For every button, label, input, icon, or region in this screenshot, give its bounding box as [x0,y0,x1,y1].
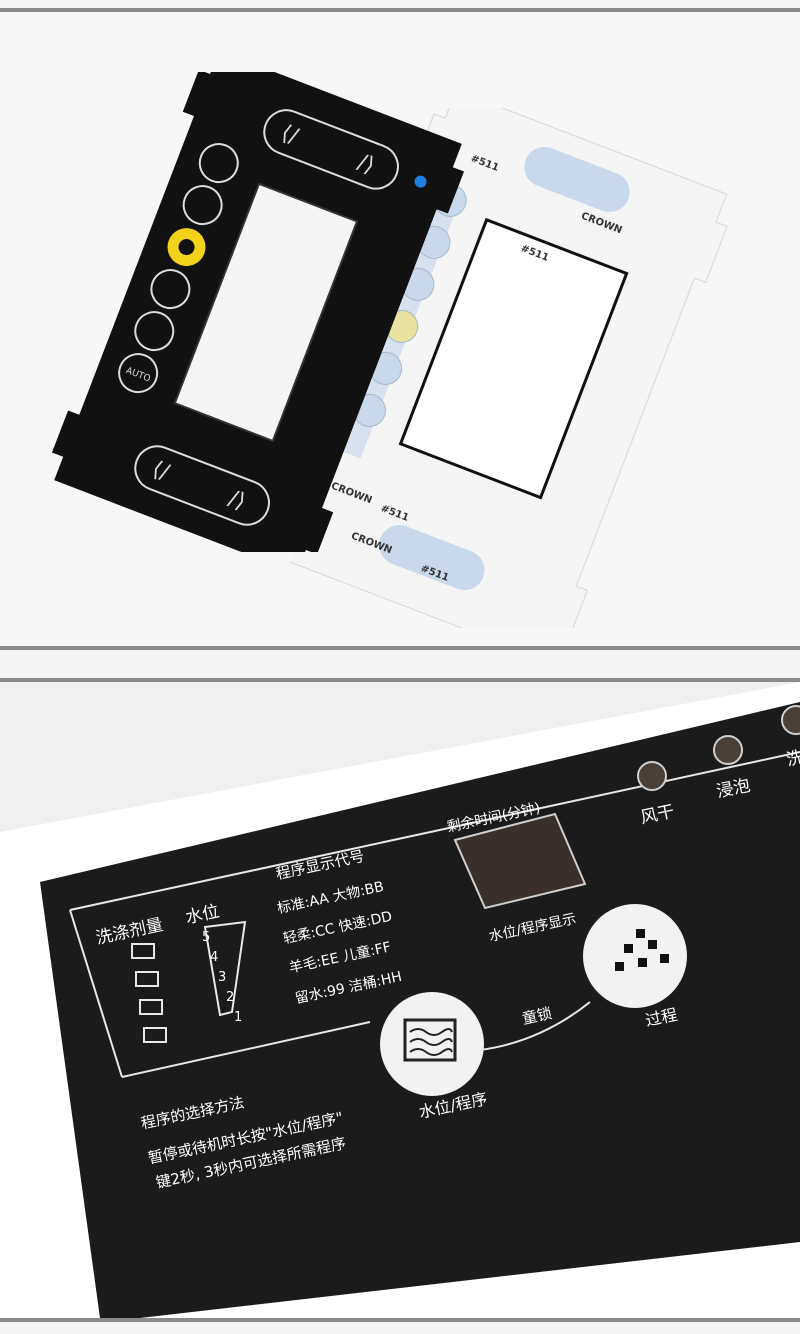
top-separator [0,8,800,12]
top-product-photo: CROWN #511 CROWN #511 CROWN #511 CROWN #… [0,12,800,646]
water-level-5: 5 [202,930,211,945]
water-level-1: 1 [234,1010,243,1025]
water-level-4: 4 [210,950,219,965]
membrane-overlay-panel: ⟨/ /⟩ ⟨/ /⟩ AUTO [48,72,468,552]
middle-separator-2 [0,678,800,682]
bottom-product-photo: 洗涤剂量 水位 5 4 3 2 1 程序显示代号 标准:AA 大物:BB 轻柔:… [0,682,800,1318]
water-level-2: 2 [226,990,235,1005]
middle-separator-1 [0,646,800,650]
bottom-separator [0,1318,800,1322]
water-level-3: 3 [218,970,227,985]
